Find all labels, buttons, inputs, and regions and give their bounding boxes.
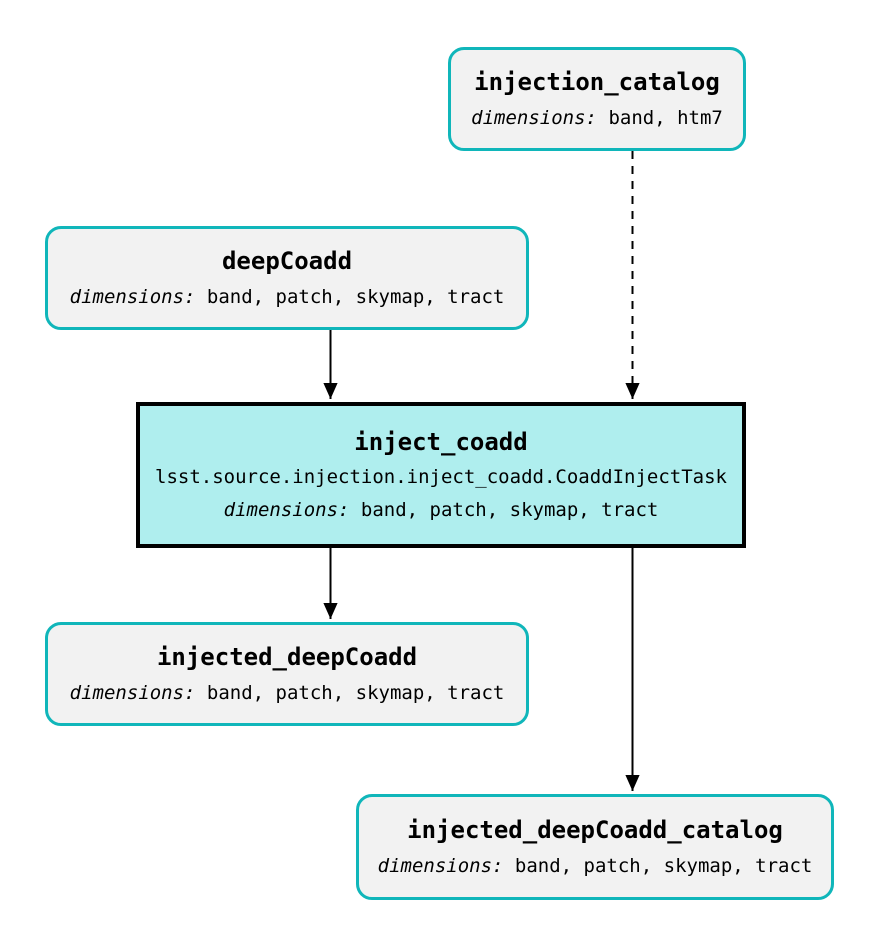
node-title: deepCoadd [221,247,353,275]
node-injected-deepcoadd: injected_deepCoadd dimensions: band, patc… [45,622,529,726]
node-dimensions: dimensions: band, htm7 [471,109,723,128]
dimensions-values: band, patch, skymap, tract [206,682,505,704]
task-class-path: lsst.source.injection.inject_coadd.Coadd… [155,466,727,488]
node-title: injected_deepCoadd [156,643,418,671]
dimensions-values: band, patch, skymap, tract [514,855,813,877]
node-injection-catalog: injection_catalog dimensions: band, htm7 [448,47,746,151]
node-title: injected_deepCoadd_catalog [407,816,783,844]
node-dimensions: dimensions: band, patch, skymap, tract [70,684,505,703]
node-dimensions: dimensions: band, patch, skymap, tract [70,288,505,307]
dimensions-values: band, patch, skymap, tract [360,499,659,521]
node-deepcoadd: deepCoadd dimensions: band, patch, skymap… [45,226,529,330]
dimensions-label: dimensions: [377,855,504,877]
dimensions-label: dimensions: [69,682,196,704]
dimensions-values: band, patch, skymap, tract [206,286,505,308]
dimensions-values: band, htm7 [608,107,723,129]
node-dimensions: dimensions: band, patch, skymap, tract [378,857,813,876]
dimensions-label: dimensions: [471,107,597,129]
node-injected-deepcoadd-catalog: injected_deepCoadd_catalog dimensions: ba… [356,794,834,900]
node-dimensions: dimensions: band, patch, skymap, tract [224,501,659,520]
node-title: inject_coadd [354,428,528,456]
node-title: injection_catalog [474,68,720,96]
node-inject-coadd-task: inject_coadd lsst.source.injection.injec… [136,402,746,548]
dimensions-label: dimensions: [69,286,196,308]
dimensions-label: dimensions: [223,499,350,521]
